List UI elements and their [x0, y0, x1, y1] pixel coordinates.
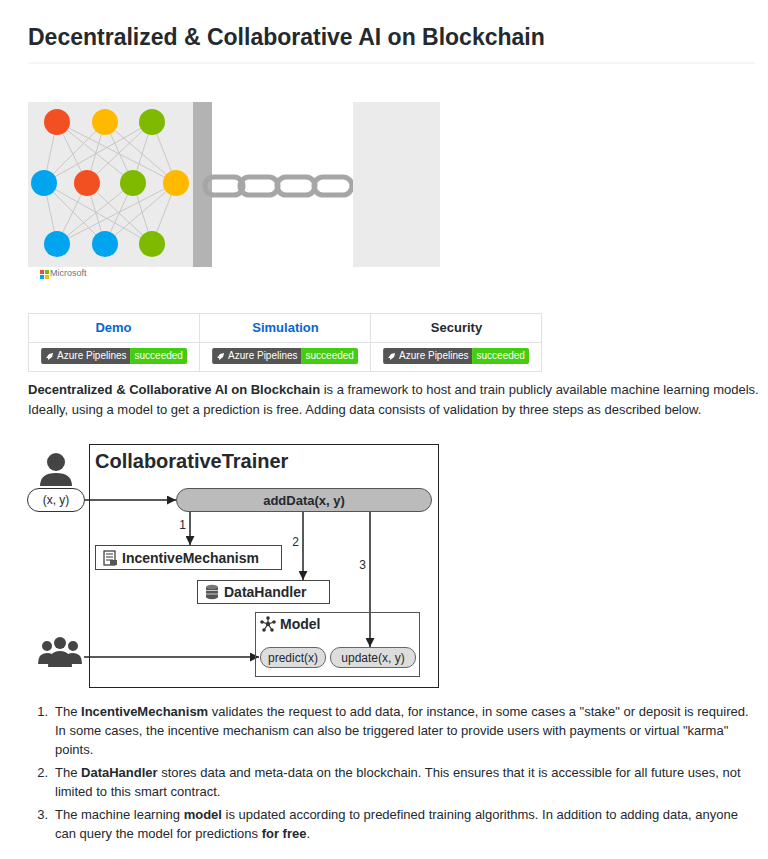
rocket-icon — [45, 352, 54, 361]
component-box: IncentiveMechanism — [95, 545, 282, 570]
body-text: . — [306, 826, 310, 841]
node-label: IncentiveMechanism — [122, 550, 259, 566]
flow-arrow — [369, 512, 371, 647]
contract-frame: CollaborativeTrainer addData(x, y) Incenti… — [89, 444, 439, 688]
network-dots — [31, 109, 189, 257]
bold-text: for free — [262, 826, 307, 841]
node-label: addData(x, y) — [263, 493, 345, 508]
page-title: Decentralized & Collaborative AI on Bloc… — [28, 24, 545, 51]
user-icon — [40, 453, 72, 486]
status-badge: Azure Pipelines succeeded — [383, 348, 529, 364]
query-arrow — [84, 656, 259, 658]
table-cell: Simulation — [200, 313, 371, 342]
microsoft-logo — [40, 270, 49, 279]
network-lines — [44, 122, 176, 244]
model-box: Model predict(x) update(x, y) — [255, 612, 420, 677]
frame-title: CollaborativeTrainer — [95, 450, 288, 473]
list-item: 3.The machine learning model is updated … — [28, 805, 756, 843]
step-number: 2 — [291, 535, 300, 549]
list-number: 2. — [28, 763, 48, 782]
bold-text: IncentiveMechanism — [81, 704, 208, 719]
list-number: 3. — [28, 805, 48, 824]
node-label: predict(x) — [268, 651, 318, 665]
block-panel — [353, 102, 440, 267]
method-pill: predict(x) — [260, 647, 326, 668]
bold-text: Decentralized & Collaborative AI on Bloc… — [28, 382, 320, 397]
table-cell: Demo — [28, 313, 199, 342]
flow-arrow — [189, 512, 191, 545]
body-text: stores data and meta-data on the blockch… — [55, 765, 741, 799]
steps-list: 1.The IncentiveMechanism validates the r… — [28, 702, 756, 847]
list-number: 1. — [28, 702, 48, 721]
intro-paragraph: Decentralized & Collaborative AI on Bloc… — [28, 380, 763, 420]
badge-status: succeeded — [131, 348, 187, 364]
network-panel — [28, 102, 210, 267]
flow-arrow — [302, 512, 304, 580]
body-text: The — [55, 765, 81, 780]
badge-name: Azure Pipelines — [399, 348, 468, 364]
list-item: 1.The IncentiveMechanism validates the r… — [28, 702, 756, 759]
title-rule — [28, 63, 755, 64]
component-box: DataHandler — [197, 580, 330, 604]
badge-status: succeeded — [302, 348, 358, 364]
body-text: The machine learning — [55, 807, 184, 822]
badge-left: Azure Pipelines — [383, 348, 472, 364]
rocket-icon — [216, 352, 225, 361]
node-label: Model — [280, 616, 320, 632]
db-icon — [204, 584, 220, 600]
body-text: The — [55, 704, 81, 719]
status-badge: Azure Pipelines succeeded — [41, 348, 187, 364]
bold-text: model — [184, 807, 222, 822]
node-label: (x, y) — [43, 493, 70, 507]
table-header: Demo — [95, 320, 131, 335]
bold-text: DataHandler — [81, 765, 158, 780]
status-badge: Azure Pipelines succeeded — [212, 348, 358, 364]
step-number: 3 — [358, 558, 367, 572]
net-icon — [260, 616, 276, 632]
doc-icon — [102, 550, 118, 566]
logo-text: Microsoft — [50, 268, 87, 278]
step-number: 1 — [178, 518, 187, 532]
table-header: Security — [431, 320, 482, 335]
method-pill: addData(x, y) — [176, 488, 432, 512]
rocket-icon — [387, 352, 396, 361]
node-label: update(x, y) — [341, 651, 404, 665]
list-item: 2. The DataHandler stores data and meta-d… — [28, 763, 756, 801]
table-cell: Security — [371, 313, 542, 342]
model-header: Model — [260, 616, 320, 632]
badge-name: Azure Pipelines — [57, 348, 126, 364]
badge-left: Azure Pipelines — [41, 348, 130, 364]
badge-name: Azure Pipelines — [228, 348, 297, 364]
table-grid — [29, 314, 542, 372]
table-header: Simulation — [252, 320, 318, 335]
method-pill: update(x, y) — [330, 647, 416, 668]
data-oval: (x, y) — [27, 488, 85, 512]
badge-status: succeeded — [473, 348, 529, 364]
flow-arrow — [85, 499, 176, 501]
badge-left: Azure Pipelines — [212, 348, 301, 364]
divider-bar — [193, 102, 212, 267]
users-group-icon — [38, 637, 82, 667]
node-label: DataHandler — [224, 584, 306, 600]
chain — [205, 177, 352, 195]
